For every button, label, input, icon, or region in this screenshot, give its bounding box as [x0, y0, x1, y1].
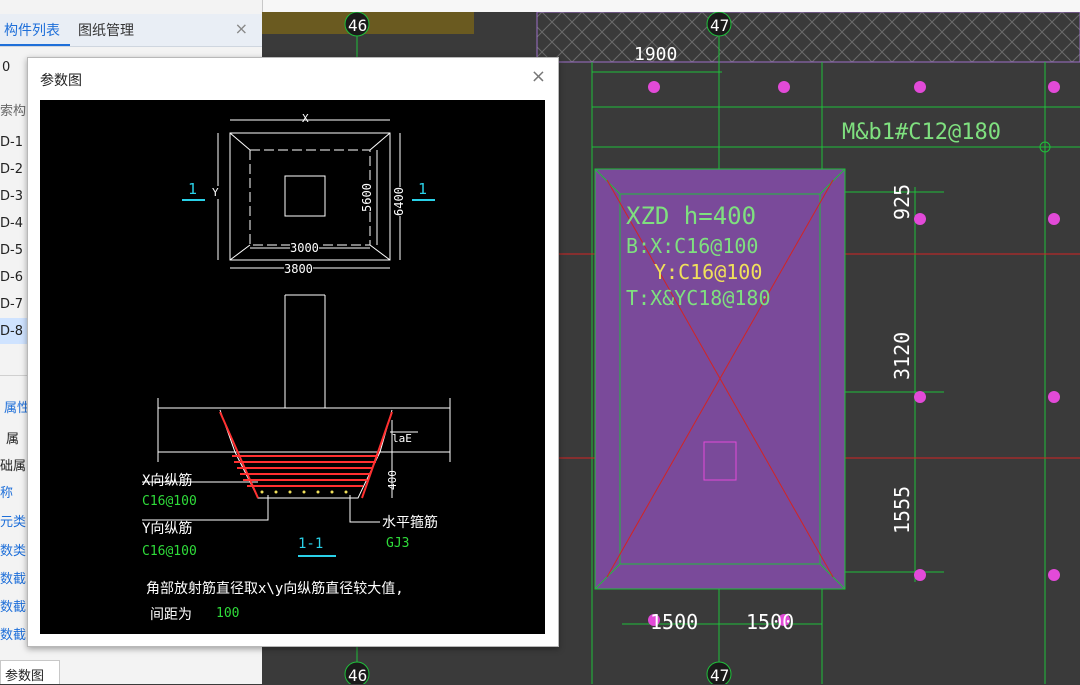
dimension-1555: 1555: [890, 485, 914, 534]
list-item[interactable]: D-6: [0, 270, 23, 285]
dialog-title: 参数图: [40, 73, 82, 89]
toolbar-value[interactable]: 0: [2, 60, 11, 75]
tab-parameter-diagram[interactable]: 参数图: [0, 660, 60, 684]
close-icon[interactable]: ×: [234, 19, 248, 38]
y-rebar-label: Y向纵筋: [142, 521, 193, 537]
parameter-diagram-dialog: 参数图 ×: [27, 57, 559, 647]
tab-drawing-management[interactable]: 图纸管理: [78, 23, 134, 39]
property-row[interactable]: 属性: [4, 401, 31, 416]
active-tab-indicator: [0, 44, 70, 46]
list-item[interactable]: D-5: [0, 243, 23, 258]
tab-component-list[interactable]: 构件列表: [4, 23, 60, 39]
dimension-3800: 3800: [284, 262, 313, 276]
note-line-1: 角部放射筋直径取x\y向纵筋直径较大值,: [146, 581, 404, 597]
list-item[interactable]: D-3: [0, 189, 23, 204]
stirrup-value: GJ3: [386, 536, 410, 551]
beam-label: M&b1#C12@180: [842, 120, 1001, 145]
dimension-y: Y: [212, 186, 219, 199]
dimension-5600: 5600: [360, 183, 374, 212]
section-name: 1-1: [298, 536, 324, 552]
dimension-400: 400: [386, 470, 399, 490]
property-row[interactable]: 数截: [0, 600, 27, 615]
grid-label-top-left: 46: [348, 16, 368, 35]
search-input-label[interactable]: 索构: [0, 104, 27, 119]
x-rebar-label: X向纵筋: [142, 473, 193, 489]
list-item[interactable]: D-1: [0, 135, 23, 150]
list-item[interactable]: D-4: [0, 216, 23, 231]
list-item-selected[interactable]: D-8: [0, 324, 23, 339]
dimension-6400: 6400: [392, 187, 406, 216]
dimension-x: X: [302, 112, 309, 125]
close-icon[interactable]: ×: [530, 66, 546, 87]
list-item[interactable]: D-7: [0, 297, 23, 312]
property-row[interactable]: 数截: [0, 628, 27, 643]
property-row[interactable]: 数类: [0, 544, 27, 559]
footing-top-rebar: T:X&YC18@180: [626, 286, 771, 310]
note-line-2-value: 100: [216, 606, 240, 621]
footing-label: XZD h=400: [626, 202, 757, 230]
parameter-diagram-image: 1 1 X Y 5600 6400 3000 3800 laE 400 X向纵筋…: [40, 100, 545, 634]
grid-label-top-right: 47: [710, 16, 730, 35]
dimension-lae: laE: [392, 432, 412, 445]
list-item[interactable]: D-2: [0, 162, 23, 177]
grid-label-bottom-left: 46: [348, 666, 368, 685]
stirrup-label: 水平箍筋: [382, 515, 438, 531]
parameter-diagram-drawing: [142, 119, 451, 557]
dimension-1900: 1900: [634, 44, 678, 65]
property-row[interactable]: 元类: [0, 515, 27, 530]
grid-label-bottom-right: 47: [710, 666, 730, 685]
dimension-3120: 3120: [890, 331, 914, 380]
dimension-1500-left: 1500: [650, 610, 699, 634]
dimension-3000: 3000: [290, 241, 319, 255]
x-rebar-value: C16@100: [142, 494, 197, 509]
dimension-1500-right: 1500: [746, 610, 795, 634]
y-rebar-value: C16@100: [142, 544, 197, 559]
dimension-925: 925: [890, 183, 914, 220]
property-row[interactable]: 数截: [0, 572, 27, 587]
footing-bottom-rebar-y: Y:C16@100: [654, 260, 763, 284]
section-marker-right: 1: [418, 180, 428, 198]
section-marker-left: 1: [188, 180, 198, 198]
property-row[interactable]: 称: [0, 486, 14, 501]
note-line-2-prefix: 间距为: [150, 607, 192, 623]
panel-tabbar: 构件列表 图纸管理 ×: [0, 14, 262, 47]
property-row[interactable]: 础属: [0, 459, 27, 474]
footing-bottom-rebar-x: B:X:C16@100: [626, 234, 759, 258]
property-row[interactable]: 属: [6, 432, 20, 447]
